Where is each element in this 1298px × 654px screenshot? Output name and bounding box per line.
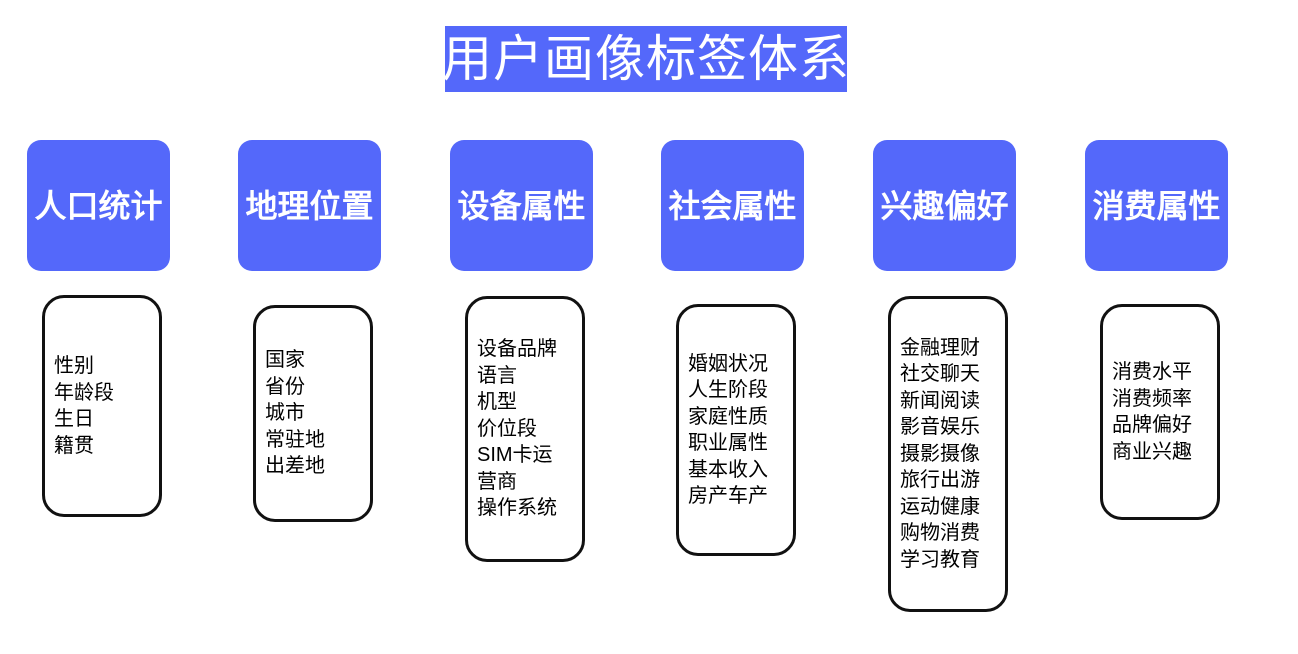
- tag-item[interactable]: 价位段: [477, 417, 537, 440]
- tag-item[interactable]: 消费水平: [1112, 361, 1192, 383]
- tag-item[interactable]: 影音娱乐: [900, 416, 980, 439]
- tag-item[interactable]: 运动健康: [900, 495, 980, 518]
- category-header-label: 消费属性: [1092, 187, 1221, 224]
- page-title: 用户画像标签体系: [442, 31, 850, 87]
- tag-item[interactable]: 出差地: [265, 455, 325, 478]
- tag-item[interactable]: 机型: [477, 391, 517, 414]
- tag-item[interactable]: 社交聊天: [900, 363, 980, 386]
- tag-item[interactable]: 设备品牌: [477, 338, 557, 361]
- tag-card-5: 金融理财社交聊天新闻阅读影音娱乐摄影摄像旅行出游运动健康购物消费学习教育: [888, 296, 1008, 612]
- tag-item[interactable]: 城市: [265, 402, 305, 425]
- tag-item[interactable]: SIM卡运: [477, 444, 553, 467]
- category-header-label: 设备属性: [457, 187, 586, 224]
- tag-item[interactable]: 购物消费: [900, 522, 980, 545]
- tag-item[interactable]: 品牌偏好: [1112, 414, 1192, 436]
- category-column: 设备属性设备品牌语言机型价位段 SIM卡运营商操作系统: [450, 140, 593, 562]
- category-header-label: 地理位置: [245, 187, 374, 224]
- tag-item[interactable]: 国家: [265, 349, 305, 372]
- tag-card-1: 性别年龄段生日籍贯: [42, 295, 162, 517]
- tag-item[interactable]: 省份: [265, 375, 305, 398]
- category-column: 社会属性婚姻状况人生阶段家庭性质职业属性基本收入房产车产: [661, 140, 804, 556]
- category-header-4[interactable]: 社会属性: [661, 140, 804, 271]
- tag-item[interactable]: 婚姻状况: [688, 352, 768, 375]
- tag-list: 性别年龄段生日籍贯: [45, 353, 159, 459]
- category-header-2[interactable]: 地理位置: [238, 140, 381, 271]
- tag-card-6: 消费水平消费频率品牌偏好商业兴趣: [1100, 304, 1220, 520]
- category-header-label: 兴趣偏好: [880, 187, 1009, 224]
- category-header-5[interactable]: 兴趣偏好: [873, 140, 1016, 271]
- category-header-6[interactable]: 消费属性: [1085, 140, 1228, 271]
- category-column: 地理位置国家省份城市常驻地出差地: [238, 140, 381, 522]
- tag-item[interactable]: 商业兴趣: [1112, 440, 1192, 463]
- tag-item[interactable]: 性别: [54, 355, 94, 377]
- tag-item[interactable]: 年龄段: [54, 381, 114, 404]
- category-header-3[interactable]: 设备属性: [450, 140, 593, 271]
- tag-card-3: 设备品牌语言机型价位段 SIM卡运营商操作系统: [465, 296, 585, 562]
- tag-list: 设备品牌语言机型价位段 SIM卡运营商操作系统: [468, 336, 582, 522]
- category-column: 兴趣偏好金融理财社交聊天新闻阅读影音娱乐摄影摄像旅行出游运动健康购物消费学习教育: [873, 140, 1016, 612]
- tag-item[interactable]: 消费频率: [1112, 387, 1192, 410]
- tag-list: 金融理财社交聊天新闻阅读影音娱乐摄影摄像旅行出游运动健康购物消费学习教育: [891, 335, 1005, 574]
- tag-item[interactable]: 操作系统: [477, 497, 557, 520]
- category-header-label: 人口统计: [34, 187, 163, 224]
- tag-item[interactable]: 新闻阅读: [900, 389, 980, 412]
- tag-item[interactable]: 家庭性质: [688, 405, 768, 428]
- tag-list: 婚姻状况人生阶段家庭性质职业属性基本收入房产车产: [679, 351, 793, 510]
- tag-item[interactable]: 基本收入: [688, 458, 768, 481]
- category-column: 消费属性消费水平消费频率品牌偏好商业兴趣: [1085, 140, 1228, 520]
- tag-item[interactable]: 旅行出游: [900, 469, 980, 492]
- tag-list: 消费水平消费频率品牌偏好商业兴趣: [1103, 359, 1217, 465]
- category-header-label: 社会属性: [668, 187, 797, 224]
- diagram-title-banner: 用户画像标签体系: [442, 26, 850, 92]
- tag-item[interactable]: 生日: [54, 408, 94, 430]
- category-column: 人口统计性别年龄段生日籍贯: [27, 140, 170, 517]
- tag-item[interactable]: 摄影摄像: [900, 442, 980, 465]
- tag-item[interactable]: 金融理财: [900, 336, 980, 359]
- tag-item[interactable]: 人生阶段: [688, 379, 768, 401]
- category-header-1[interactable]: 人口统计: [27, 140, 170, 271]
- tag-list: 国家省份城市常驻地出差地: [256, 347, 370, 480]
- tag-card-2: 国家省份城市常驻地出差地: [253, 305, 373, 522]
- tag-item[interactable]: 籍贯: [54, 434, 94, 457]
- tag-item[interactable]: 语言: [477, 364, 517, 387]
- tag-item[interactable]: 常驻地: [265, 428, 325, 451]
- tag-item[interactable]: 房产车产: [688, 485, 768, 507]
- tag-item[interactable]: 营商: [477, 470, 517, 493]
- tag-card-4: 婚姻状况人生阶段家庭性质职业属性基本收入房产车产: [676, 304, 796, 556]
- tag-item[interactable]: 职业属性: [688, 432, 768, 454]
- tag-item[interactable]: 学习教育: [900, 548, 980, 571]
